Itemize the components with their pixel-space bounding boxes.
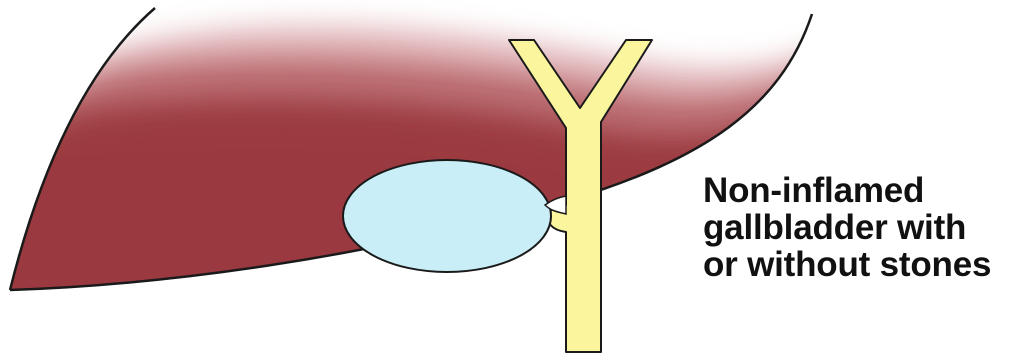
diagram-caption: Non-inflamed gallbladder with or without…: [703, 172, 1028, 283]
caption-line-1: Non-inflamed: [703, 172, 1028, 209]
gallbladder: [343, 160, 551, 272]
caption-line-3: or without stones: [703, 246, 1028, 283]
caption-line-2: gallbladder with: [703, 209, 1028, 246]
